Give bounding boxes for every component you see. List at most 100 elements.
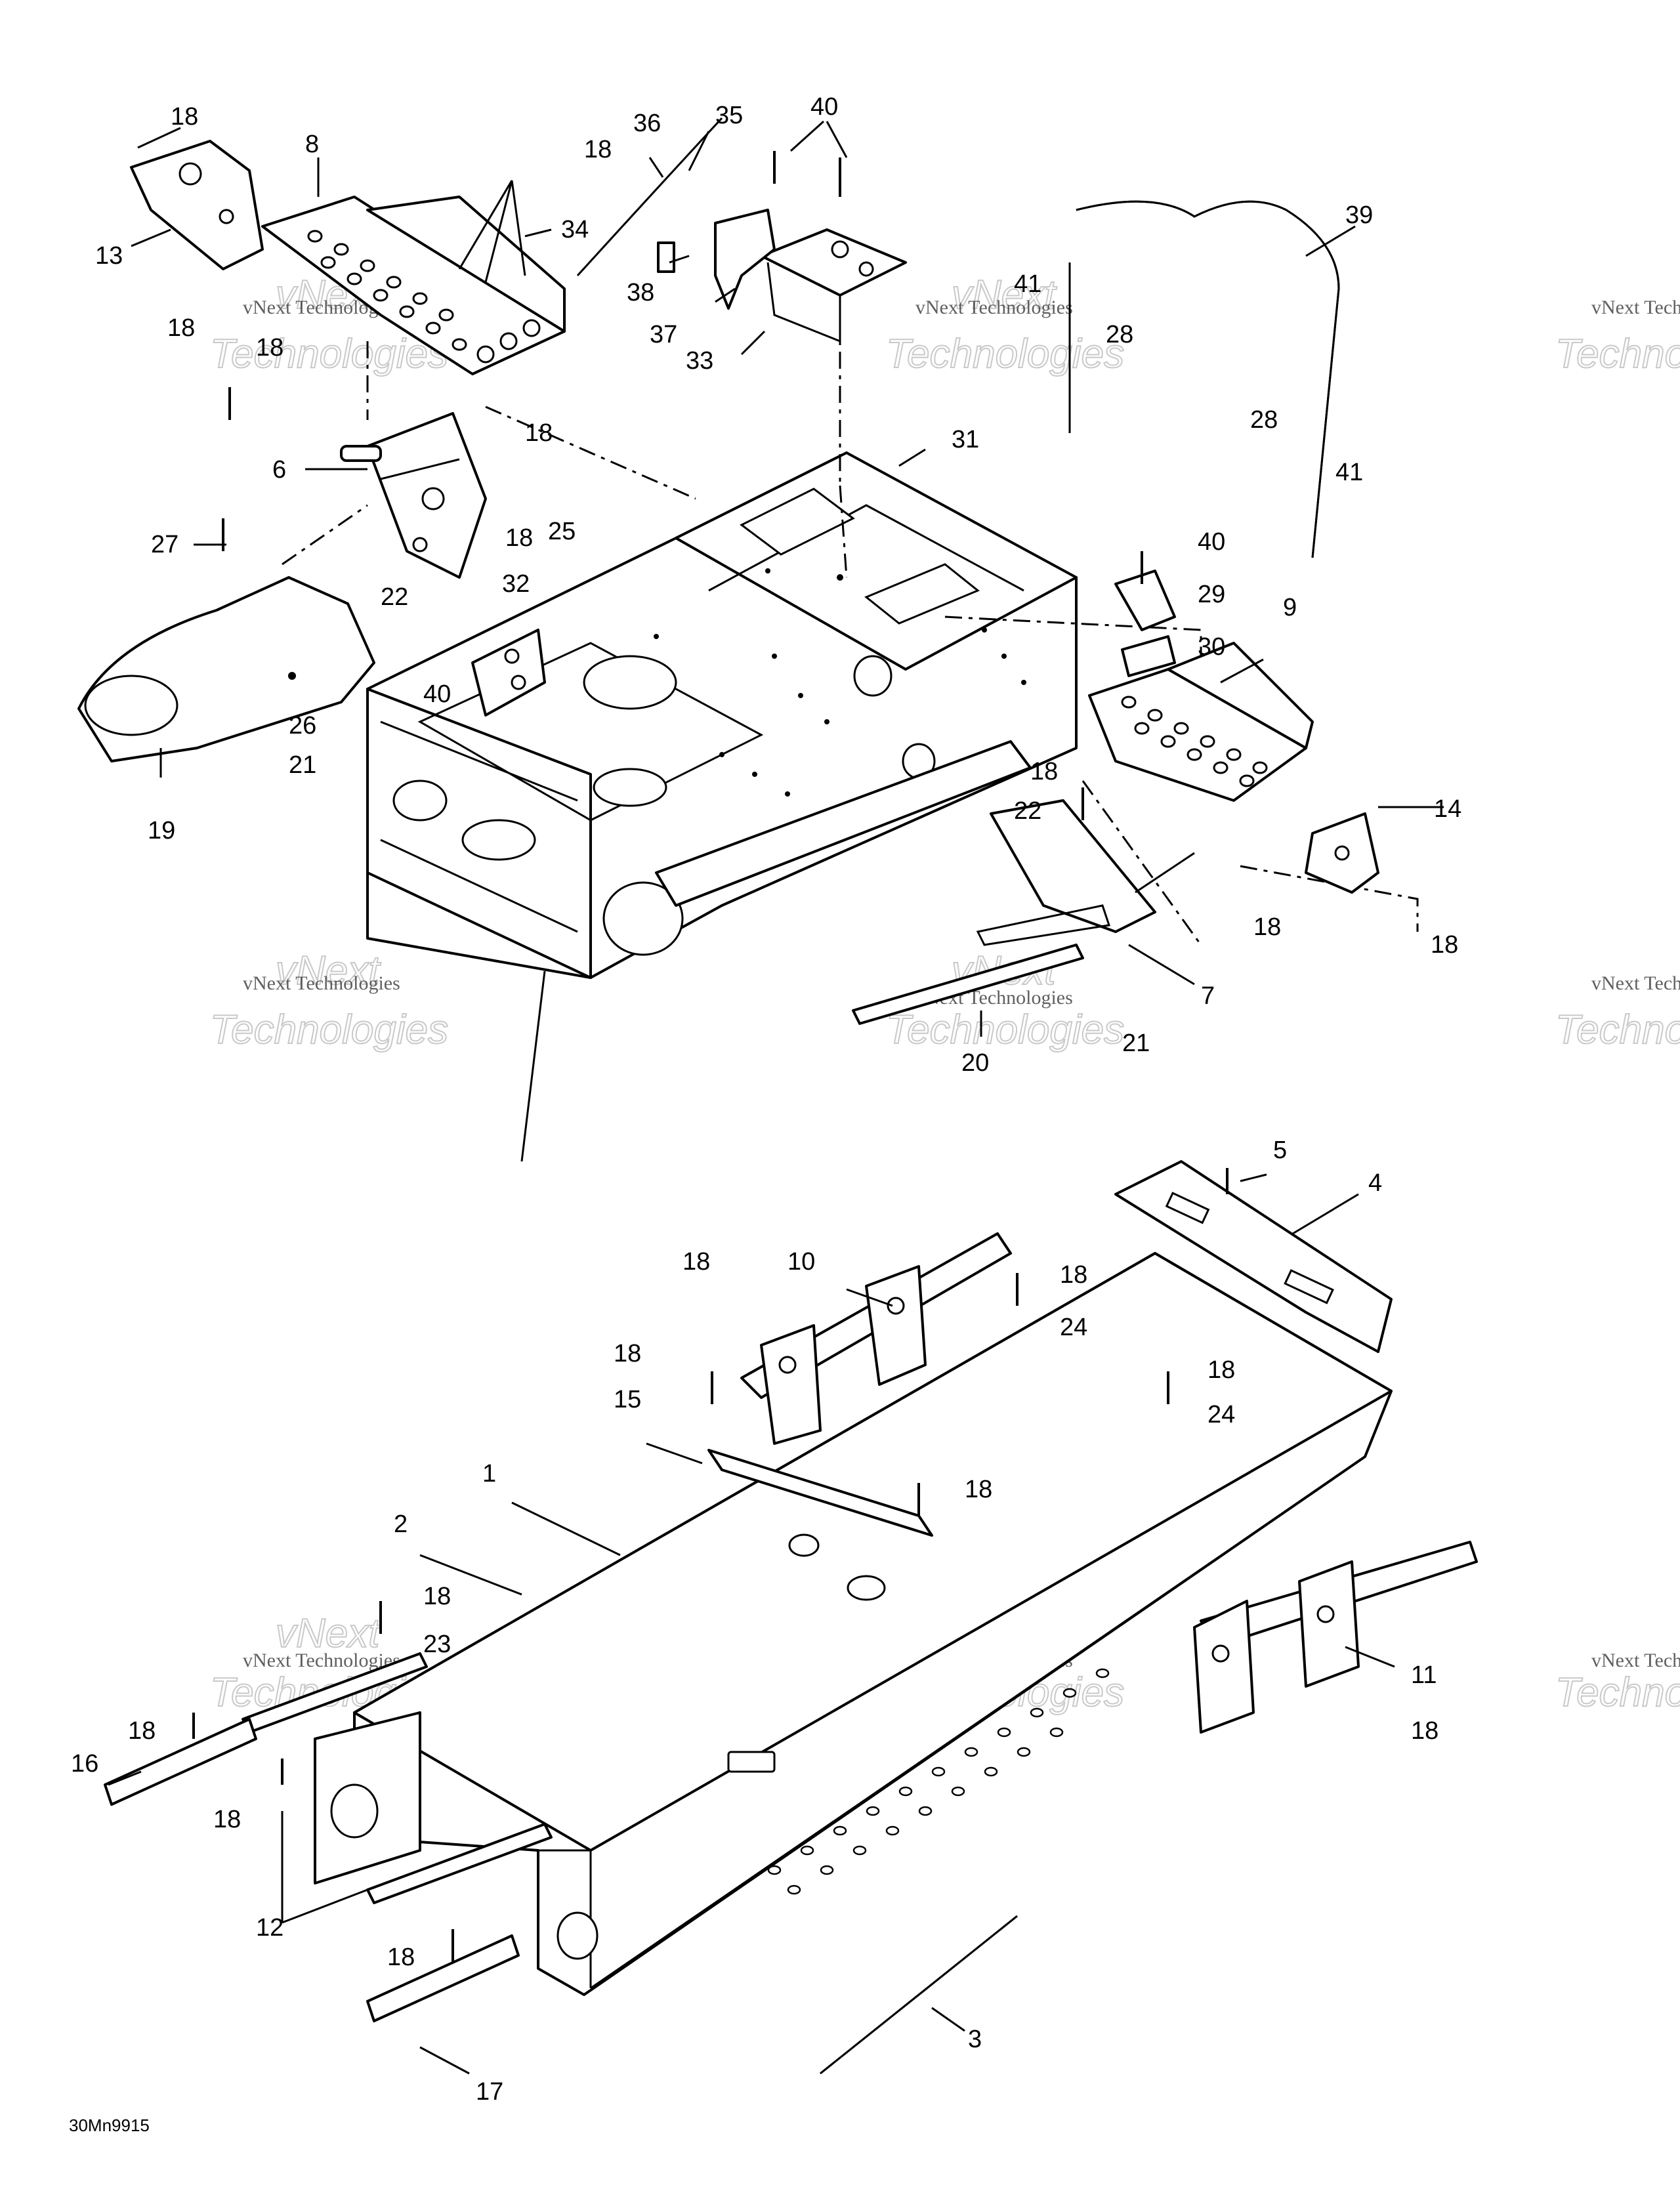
rivets: [192, 151, 1228, 1962]
rivet-dots: [654, 568, 1026, 797]
part-33-bracket: [760, 228, 907, 343]
callout-18: 18: [584, 136, 612, 163]
watermark-big-vnext: vNext: [276, 948, 381, 993]
callout-28: 28: [1106, 321, 1133, 348]
callout-37: 37: [650, 321, 677, 348]
part-38-block: [657, 241, 675, 273]
callout-18: 18: [167, 314, 195, 342]
callout-12: 12: [256, 1914, 284, 1942]
part-4-rear-plate: [1114, 1160, 1393, 1353]
part-14-bracket: [1305, 812, 1379, 894]
callout-18: 18: [1030, 758, 1058, 785]
callout-40: 40: [810, 93, 838, 121]
callout-18: 18: [423, 1583, 451, 1610]
callout-39: 39: [1345, 201, 1373, 229]
callout-25: 25: [548, 518, 576, 545]
callout-18: 18: [128, 1717, 156, 1745]
watermark-small: vNext Technologies: [915, 297, 1073, 318]
watermark-big: Technologies: [886, 331, 1124, 377]
callout-18: 18: [1411, 1717, 1438, 1745]
watermark-big: Technologies: [1555, 331, 1680, 377]
callout-19: 19: [148, 817, 175, 844]
part-29-bracket: [1114, 570, 1176, 631]
watermark-big: Technologies: [1555, 1670, 1680, 1715]
callout-10: 10: [788, 1248, 815, 1276]
callout-27: 27: [151, 531, 178, 558]
part-19-cover-plate: [77, 576, 375, 762]
watermark-big: Technologies: [886, 1007, 1124, 1052]
part-32-bracket: [471, 629, 546, 717]
callout-20: 20: [961, 1049, 989, 1077]
part-30-plate: [1121, 635, 1176, 677]
callout-24: 24: [1208, 1401, 1235, 1428]
callout-1: 1: [482, 1460, 496, 1488]
watermarks: Technologies Technologies Technologies T…: [209, 272, 1680, 1716]
callout-21: 21: [289, 751, 316, 779]
callout-31: 31: [952, 426, 979, 453]
part-6-bracket: [340, 412, 487, 579]
callout-labels: 18 8 36 35 40 18 39 34 13 38 41 18 37 28…: [71, 93, 1461, 2106]
callout-2: 2: [394, 1510, 408, 1538]
watermark-small: vNext Technologies: [1591, 1650, 1680, 1671]
callout-41: 41: [1014, 270, 1041, 298]
part-15-rail: [707, 1449, 933, 1537]
callout-18: 18: [505, 524, 533, 552]
watermark-small: vNext Technologies: [243, 972, 400, 994]
callout-38: 38: [627, 279, 654, 306]
callout-8: 8: [305, 131, 319, 158]
part-20-bar: [852, 944, 1084, 1025]
part-37-clip: [714, 209, 776, 310]
callout-34: 34: [561, 216, 589, 243]
part-11-rail-bracket: [1193, 1541, 1478, 1734]
callout-18: 18: [525, 419, 553, 447]
callout-18: 18: [213, 1806, 241, 1833]
watermark-big: Technologies: [210, 1007, 448, 1052]
drawing-code: 30Mn9915: [69, 2115, 150, 2135]
callout-35: 35: [715, 102, 743, 129]
part-7-bracket: [976, 799, 1195, 946]
callout-17: 17: [476, 2078, 503, 2106]
callout-18: 18: [1253, 913, 1281, 941]
callout-26: 26: [289, 712, 316, 739]
callout-24: 24: [1060, 1314, 1087, 1341]
callout-41: 41: [1335, 459, 1363, 486]
part-10-rail-bracket: [740, 1232, 1012, 1445]
callout-23: 23: [423, 1631, 451, 1658]
watermark-big-vnext: vNext: [276, 1611, 381, 1656]
callout-18: 18: [1208, 1356, 1235, 1384]
callout-29: 29: [1198, 581, 1225, 608]
watermark-big-vnext: vNext: [952, 272, 1057, 318]
callout-4: 4: [1368, 1169, 1382, 1197]
callout-28: 28: [1250, 406, 1278, 434]
part-16-rail: [104, 1718, 257, 1806]
callout-9: 9: [1283, 594, 1297, 621]
callout-18: 18: [682, 1248, 710, 1276]
callout-18: 18: [387, 1944, 415, 1971]
callout-21: 21: [1122, 1030, 1150, 1057]
callout-5: 5: [1273, 1136, 1287, 1164]
part-8-footrest-plate: [261, 196, 566, 375]
callout-11: 11: [1411, 1661, 1437, 1689]
callout-22: 22: [1014, 797, 1041, 825]
part-17-rail: [366, 1934, 520, 2022]
part-35-strip: [576, 117, 723, 277]
callout-32: 32: [502, 570, 530, 598]
callout-18: 18: [1060, 1261, 1087, 1289]
leader-lines: [108, 120, 1444, 2075]
callout-15: 15: [614, 1386, 641, 1413]
callout-18: 18: [256, 334, 284, 362]
watermark-small: vNext Technologies: [1591, 972, 1680, 994]
callout-30: 30: [1198, 633, 1225, 661]
callout-6: 6: [272, 456, 286, 484]
callout-36: 36: [633, 110, 661, 137]
part-13-bracket: [130, 140, 264, 270]
part-9-footrest-plate: [1088, 642, 1314, 802]
callout-18: 18: [171, 103, 198, 131]
callout-13: 13: [95, 242, 123, 270]
callout-3: 3: [968, 2026, 982, 2053]
watermark-small: vNext Technologies: [1591, 297, 1680, 318]
watermark-small: vNext Technologies: [243, 1650, 400, 1671]
callout-40: 40: [423, 680, 451, 708]
part-1-tunnel: [314, 1252, 1393, 1996]
watermark-big: Technologies: [210, 331, 448, 377]
